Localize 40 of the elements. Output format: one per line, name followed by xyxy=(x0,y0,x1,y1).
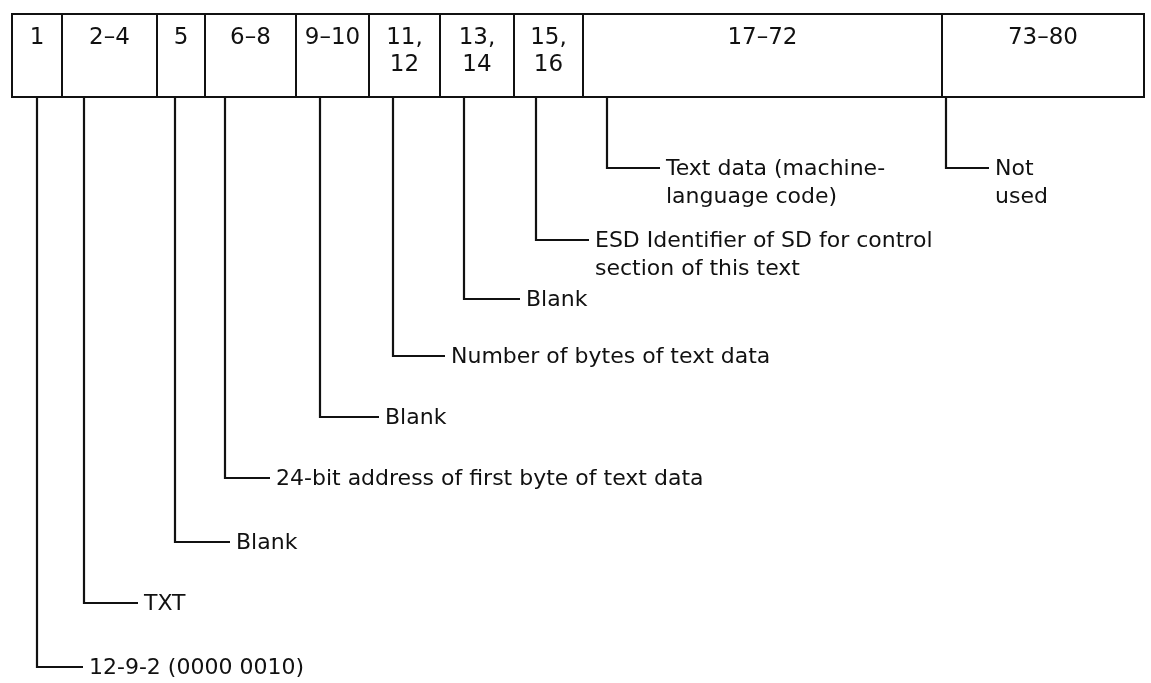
column-number: 11, 12 xyxy=(385,23,424,77)
card-column-cell xyxy=(204,13,297,98)
card-column-cell xyxy=(513,13,584,98)
column-number: 2–4 xyxy=(89,23,130,50)
column-number: 15, 16 xyxy=(529,23,568,77)
field-description: 24-bit address of first byte of text data xyxy=(270,464,704,492)
column-number: 13, 14 xyxy=(457,23,497,77)
column-number: 5 xyxy=(173,23,189,50)
leader-line xyxy=(318,98,379,419)
card-column-cell xyxy=(11,13,63,98)
leader-line xyxy=(223,98,270,480)
card-column-cell xyxy=(941,13,1145,98)
column-number: 6–8 xyxy=(230,23,271,50)
field-description: ESD Identifier of SD for control section of this text xyxy=(589,226,975,282)
leader-line xyxy=(35,98,83,669)
field-description: Blank xyxy=(230,528,298,556)
field-description: Blank xyxy=(520,285,588,313)
column-number: 1 xyxy=(29,23,45,50)
leader-line xyxy=(391,98,445,358)
card-column-cell xyxy=(61,13,158,98)
field-description: 12-9-2 (0000 0010) xyxy=(83,653,304,681)
leader-line xyxy=(82,98,138,605)
field-description: Number of bytes of text data xyxy=(445,342,771,370)
card-column-cell xyxy=(582,13,943,98)
leader-line xyxy=(944,98,989,170)
column-number: 17–72 xyxy=(727,23,798,50)
field-description: Not used xyxy=(989,154,1075,210)
leader-line xyxy=(462,98,520,301)
card-column-cell xyxy=(368,13,441,98)
column-number: 73–80 xyxy=(1007,23,1078,50)
leader-line xyxy=(534,98,589,242)
card-column-cell xyxy=(439,13,515,98)
field-description: Text data (machine-language code) xyxy=(660,154,936,210)
card-column-cell xyxy=(295,13,370,98)
leader-line xyxy=(605,98,660,170)
field-description: TXT xyxy=(138,589,186,617)
card-column-cell xyxy=(156,13,206,98)
field-description: Blank xyxy=(379,403,447,431)
column-number: 9–10 xyxy=(304,23,361,50)
leader-line xyxy=(173,98,230,544)
